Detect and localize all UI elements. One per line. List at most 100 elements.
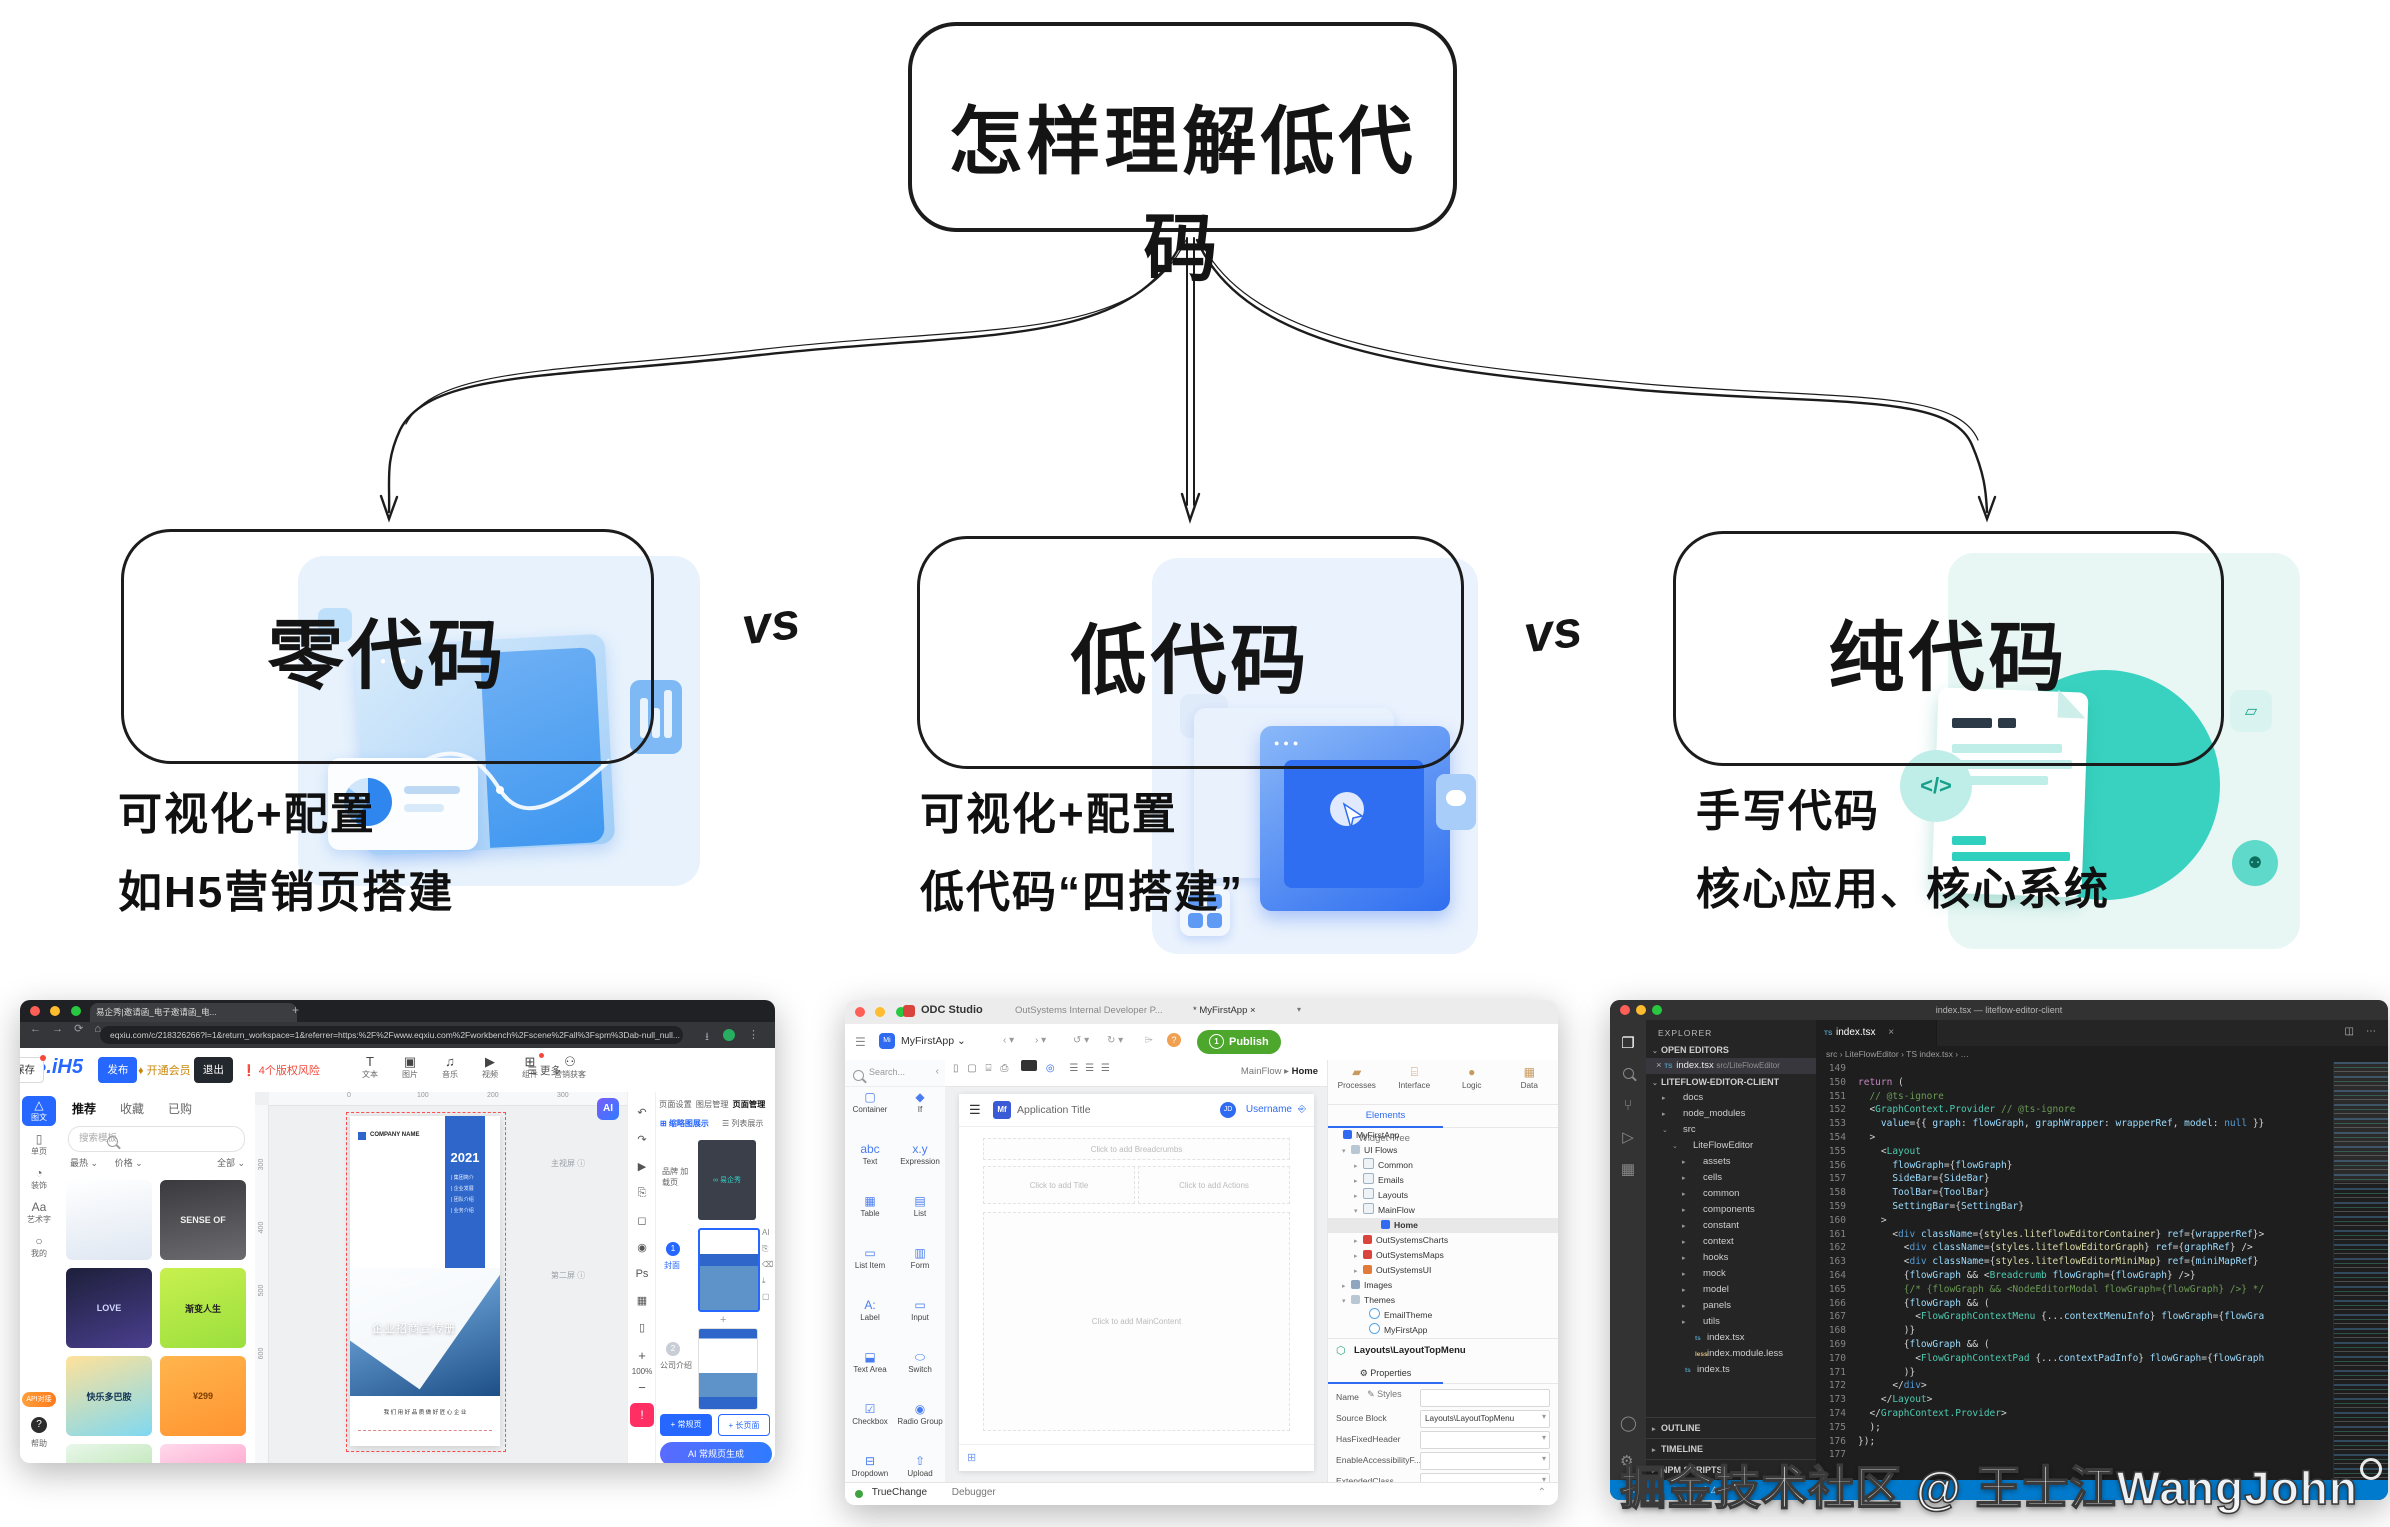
property-row[interactable]: EnableAccessibilityF... ▾ bbox=[1328, 1451, 1558, 1472]
help-icon[interactable]: ? bbox=[31, 1417, 47, 1433]
page-action-icon[interactable]: ▢ bbox=[762, 1292, 770, 1301]
tree-row[interactable]: EmailTheme bbox=[1328, 1308, 1558, 1323]
collapse-panel-icon[interactable]: ⌃ bbox=[1537, 1487, 1546, 1498]
breadcrumb[interactable]: src › LiteFlowEditor › TS index.tsx › … bbox=[1826, 1049, 1969, 1059]
widget-item[interactable]: ▦ Table bbox=[845, 1191, 895, 1243]
zoom-traffic-icon[interactable] bbox=[70, 1006, 81, 1016]
file-tree-row[interactable]: ▸utils bbox=[1646, 1314, 1816, 1330]
widget-item[interactable]: ▭ Input bbox=[895, 1295, 945, 1347]
chevron-icon[interactable]: ▸ bbox=[1354, 1238, 1358, 1245]
property-value-input[interactable]: Layouts\LayoutTopMenu bbox=[1420, 1410, 1550, 1428]
undo-icon[interactable]: ↺ ▾ bbox=[1073, 1035, 1090, 1046]
footer-block-icon[interactable]: ⊞ bbox=[967, 1452, 977, 1464]
url-input[interactable]: eqxiu.com/c/218326266?l=1&return_workspa… bbox=[100, 1026, 683, 1044]
template-card[interactable] bbox=[66, 1180, 152, 1260]
close-traffic-icon[interactable] bbox=[1620, 1005, 1630, 1015]
sidebar-item[interactable]: ▯ 单页 bbox=[22, 1130, 56, 1160]
widget-item[interactable]: ▭ List Item bbox=[845, 1243, 895, 1295]
tree-row[interactable]: ▸OutSystemsCharts bbox=[1328, 1233, 1558, 1248]
tablet-view-icon[interactable]: ▢ bbox=[967, 1063, 977, 1074]
actions-placeholder[interactable]: Click to add Actions bbox=[1138, 1166, 1290, 1204]
property-value-input[interactable] bbox=[1420, 1473, 1550, 1483]
property-row[interactable]: HasFixedHeader ▾ bbox=[1328, 1430, 1558, 1451]
panel-tab[interactable]: 页面设置 bbox=[659, 1100, 692, 1109]
layer-tab[interactable]: ● Logic bbox=[1443, 1060, 1501, 1090]
collapse-icon[interactable]: ‹ bbox=[935, 1066, 939, 1077]
breadcrumb-flow[interactable]: MainFlow ▸ bbox=[1240, 1066, 1292, 1077]
outsystems-logo-icon[interactable]: ◎ bbox=[1045, 1063, 1055, 1074]
tree-row[interactable]: ▸Layouts bbox=[1328, 1188, 1558, 1203]
elements-tab[interactable]: Elements bbox=[1328, 1106, 1443, 1128]
filter-hot[interactable]: 最热 ⌄ bbox=[70, 1158, 99, 1168]
chevron-icon[interactable]: ▸ bbox=[1354, 1253, 1358, 1260]
widget-item[interactable]: ▥ Form bbox=[895, 1243, 945, 1295]
tree-row[interactable]: Home bbox=[1328, 1218, 1558, 1233]
layer-tab[interactable]: ▰ Processes bbox=[1328, 1060, 1386, 1090]
canvas-tool-icon[interactable]: ↶ bbox=[637, 1107, 647, 1119]
palette-search-input[interactable]: Search... bbox=[869, 1067, 906, 1077]
debugger-label[interactable]: Debugger bbox=[951, 1487, 996, 1498]
print-view-icon[interactable]: ⎙ bbox=[1000, 1063, 1009, 1074]
layer-tab[interactable]: ▦ Data bbox=[1501, 1060, 1559, 1090]
redo-icon[interactable]: ↻ ▾ bbox=[1107, 1035, 1124, 1046]
file-tree-row[interactable]: ⌄src bbox=[1646, 1122, 1816, 1138]
insert-tool-button[interactable]: ▣ 图片 bbox=[390, 1055, 430, 1080]
ai-generate-button[interactable]: AI 常规页生成 bbox=[660, 1442, 772, 1463]
tree-row[interactable]: ▾Themes bbox=[1328, 1293, 1558, 1308]
breadcrumbs-placeholder[interactable]: Click to add Breadcrumbs bbox=[983, 1138, 1290, 1160]
canvas-tool-icon[interactable]: ⎘ bbox=[637, 1187, 647, 1199]
truechange-label[interactable]: TrueChange bbox=[871, 1487, 928, 1498]
debug-icon[interactable]: ▷ bbox=[1622, 1129, 1634, 1146]
property-value-input[interactable] bbox=[1420, 1452, 1550, 1470]
hamburger-icon[interactable]: ☰ bbox=[969, 1102, 981, 1117]
file-tree-row[interactable]: ⌄LiteFlowEditor bbox=[1646, 1138, 1816, 1154]
sidebar-section-header[interactable]: ▸OUTLINE bbox=[1646, 1417, 1816, 1438]
split-editor-icon[interactable]: ◫ bbox=[2344, 1026, 2354, 1037]
template-card[interactable]: 快乐多巴胺 bbox=[66, 1356, 152, 1436]
template-tab[interactable]: 推荐 bbox=[72, 1102, 97, 1116]
add-long-page-button[interactable]: + 长页面 bbox=[718, 1414, 770, 1436]
widget-item[interactable]: A: Label bbox=[845, 1295, 895, 1347]
canvas-tool-icon[interactable]: ◉ bbox=[637, 1242, 647, 1254]
tree-row[interactable]: ▾UI Flows bbox=[1328, 1143, 1558, 1158]
browser-tab[interactable]: 易企秀|邀请函_电子邀请函_电... bbox=[90, 1003, 297, 1022]
breadcrumb-page[interactable]: Home bbox=[1291, 1066, 1318, 1077]
file-tree-row[interactable]: ▸mock bbox=[1646, 1266, 1816, 1282]
file-tree-row[interactable]: ▸components bbox=[1646, 1202, 1816, 1218]
zoom-out-button[interactable]: − bbox=[638, 1380, 646, 1395]
widget-tree-tab[interactable]: Widget Tree bbox=[1358, 1133, 1410, 1144]
tab-overflow-icon[interactable]: ▾ bbox=[1297, 1005, 1302, 1014]
chevron-icon[interactable]: ▸ bbox=[1354, 1178, 1358, 1185]
sidebar-item[interactable]: Aa 艺术字 bbox=[22, 1198, 56, 1228]
widget-item[interactable]: ▢ Container bbox=[845, 1087, 895, 1139]
ai-float-button[interactable]: AI bbox=[597, 1098, 619, 1120]
page-action-icon[interactable]: ⤓ bbox=[762, 1276, 766, 1285]
file-tree-row[interactable]: ▸hooks bbox=[1646, 1250, 1816, 1266]
template-card[interactable]: ¥299 bbox=[160, 1356, 246, 1436]
nav-forward-icon[interactable]: › ▾ bbox=[1035, 1035, 1047, 1046]
template-card[interactable]: 渐变人生 bbox=[160, 1268, 246, 1348]
tree-row[interactable]: ▸Images bbox=[1328, 1278, 1558, 1293]
new-tab-button[interactable]: + bbox=[292, 1003, 300, 1017]
page1-thumb[interactable] bbox=[698, 1228, 760, 1312]
minimap[interactable] bbox=[2333, 1062, 2388, 1480]
file-tree-row[interactable]: ▸node_modules bbox=[1646, 1106, 1816, 1122]
insert-tool-button[interactable]: ⊞ 组件 bbox=[510, 1053, 550, 1079]
file-tree-row[interactable]: ▸model bbox=[1646, 1282, 1816, 1298]
file-tree-row[interactable]: ▸cells bbox=[1646, 1170, 1816, 1186]
feedback-icon[interactable]: ⌲ bbox=[1145, 1035, 1153, 1046]
user-avatar[interactable]: JD bbox=[1220, 1102, 1236, 1118]
template-tab[interactable]: 收藏 bbox=[120, 1102, 145, 1116]
download-icon[interactable]: ⭳ bbox=[705, 1031, 709, 1043]
source-control-icon[interactable]: ⑂ bbox=[1623, 1097, 1633, 1114]
chevron-icon[interactable]: ▾ bbox=[1342, 1298, 1346, 1305]
avatar[interactable] bbox=[723, 1029, 735, 1041]
forward-icon[interactable]: → bbox=[52, 1023, 64, 1035]
app-selector[interactable]: MyFirstApp ⌄ bbox=[901, 1035, 966, 1047]
zoom-in-button[interactable]: + bbox=[638, 1348, 646, 1363]
help-icon[interactable]: ? bbox=[1167, 1033, 1181, 1047]
minimize-traffic-icon[interactable] bbox=[1636, 1005, 1646, 1015]
